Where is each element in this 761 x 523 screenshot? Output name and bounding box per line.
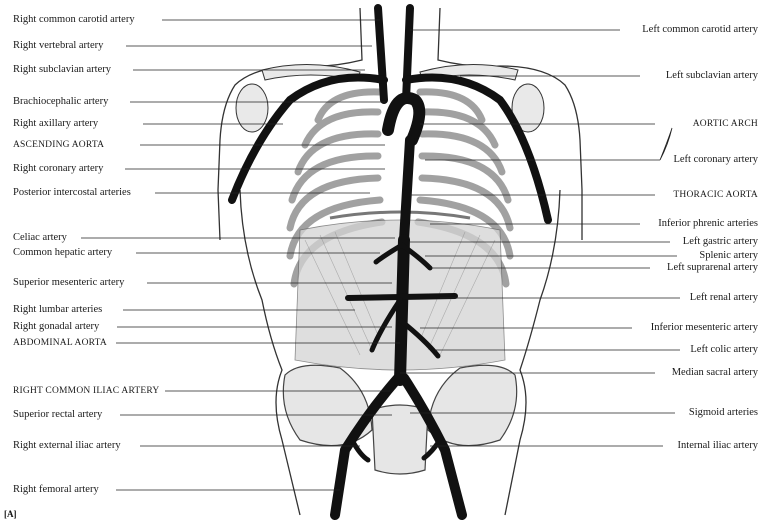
label-aortic-arch: AORTIC ARCH — [693, 118, 758, 130]
label-superior-rectal: Superior rectal artery — [13, 409, 102, 421]
label-inferior-mesenteric: Inferior mesenteric artery — [651, 322, 758, 334]
abdominal-aorta-vessel — [400, 240, 404, 380]
label-brachiocephalic: Brachiocephalic artery — [13, 96, 108, 108]
figure-letter: [A] — [4, 509, 17, 519]
label-left-common-carotid: Left common carotid artery — [642, 24, 758, 36]
label-right-coronary: Right coronary artery — [13, 163, 103, 175]
label-common-hepatic: Common hepatic artery — [13, 247, 112, 259]
label-median-sacral: Median sacral artery — [672, 367, 758, 379]
label-right-subclavian: Right subclavian artery — [13, 64, 111, 76]
label-right-gonadal: Right gonadal artery — [13, 321, 99, 333]
label-celiac: Celiac artery — [13, 232, 67, 244]
label-superior-mesenteric: Superior mesenteric artery — [13, 277, 124, 289]
label-abdominal-aorta: ABDOMINAL AORTA — [13, 337, 107, 349]
label-right-vertebral: Right vertebral artery — [13, 40, 103, 52]
left-common-carotid-vessel — [406, 8, 410, 100]
label-right-femoral: Right femoral artery — [13, 484, 99, 496]
label-left-gastric: Left gastric artery — [683, 236, 758, 248]
thoracic-aorta-vessel — [404, 140, 410, 240]
label-splenic: Splenic artery — [699, 250, 758, 262]
label-sigmoid: Sigmoid arteries — [689, 407, 758, 419]
label-internal-iliac: Internal iliac artery — [678, 440, 758, 452]
label-thoracic-aorta: THORACIC AORTA — [673, 189, 758, 201]
label-posterior-intercostal: Posterior intercostal arteries — [13, 187, 131, 199]
label-left-subclavian: Left subclavian artery — [666, 70, 758, 82]
aortic-arch-vessel — [388, 98, 419, 140]
label-left-renal: Left renal artery — [690, 292, 758, 304]
label-right-axillary: Right axillary artery — [13, 118, 98, 130]
renal-branches — [348, 296, 455, 298]
label-right-common-iliac: RIGHT COMMON ILIAC ARTERY — [13, 385, 160, 397]
right-common-carotid-vessel — [378, 8, 384, 100]
label-right-common-carotid: Right common carotid artery — [13, 14, 135, 26]
label-left-coronary: Left coronary artery — [673, 154, 758, 166]
label-inferior-phrenic: Inferior phrenic arteries — [658, 218, 758, 230]
label-right-external-iliac: Right external iliac artery — [13, 440, 121, 452]
label-left-colic: Left colic artery — [690, 344, 758, 356]
label-left-suprarenal: Left suprarenal artery — [667, 262, 758, 274]
diaphragm — [330, 212, 470, 218]
label-right-lumbar: Right lumbar arteries — [13, 304, 102, 316]
label-ascending-aorta: ASCENDING AORTA — [13, 139, 104, 151]
